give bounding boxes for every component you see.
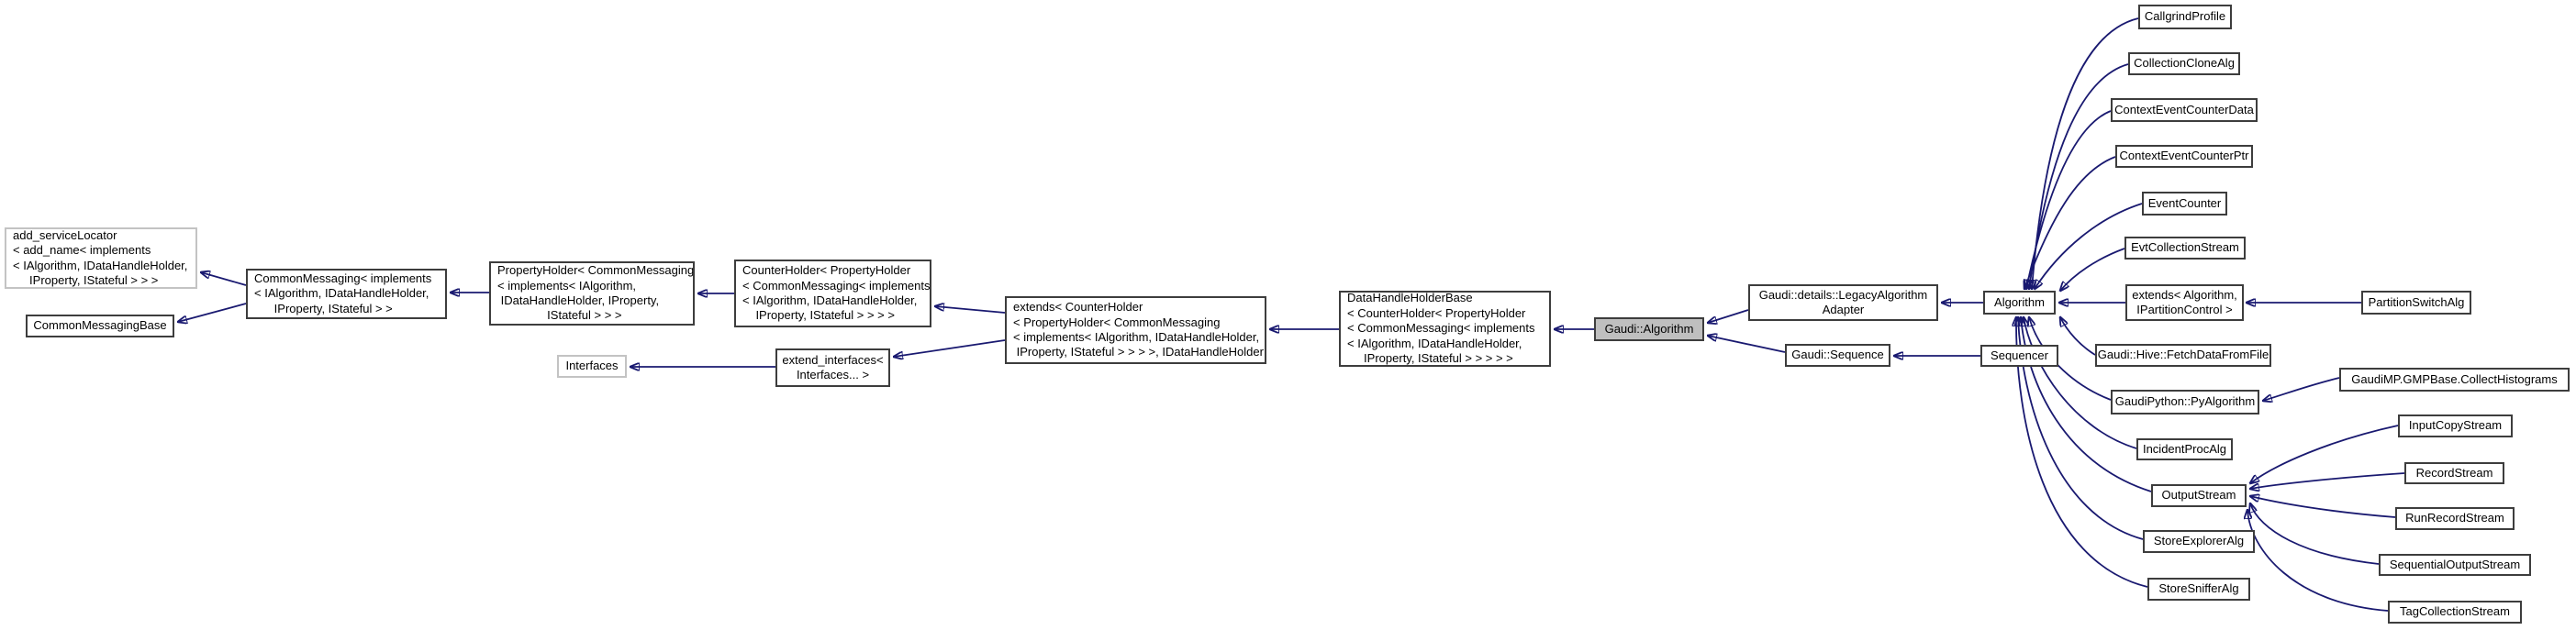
edge-recordstream-to-outputstream <box>2250 472 2405 489</box>
class-node-legacy-algorithm-adapter[interactable]: Gaudi::details::LegacyAlgorithm Adapter <box>1748 284 1938 321</box>
class-node-data-handle-holder-base[interactable]: DataHandleHolderBase < CounterHolder< Pr… <box>1339 291 1551 367</box>
class-node-context-event-counter-data[interactable]: ContextEventCounterData <box>2111 98 2258 122</box>
class-node-common-messaging[interactable]: CommonMessaging< implements < IAlgorithm… <box>246 269 447 319</box>
edge-pyalgorithm-to-algorithm <box>2029 317 2112 401</box>
edge-contexteventcounterdata-to-algorithm <box>2026 110 2112 289</box>
class-node-extend-interfaces[interactable]: extend_interfaces< Interfaces... > <box>775 348 890 387</box>
class-node-input-copy-stream[interactable]: InputCopyStream <box>2398 414 2513 437</box>
class-node-store-explorer-alg[interactable]: StoreExplorerAlg <box>2143 530 2255 553</box>
edge-sequentialoutputstream-to-outputstream <box>2250 503 2380 565</box>
class-node-add-servicelocator: add_serviceLocator < add_name< implement… <box>5 227 197 289</box>
class-node-record-stream[interactable]: RecordStream <box>2404 462 2504 484</box>
class-node-counter-holder[interactable]: CounterHolder< PropertyHolder < CommonMe… <box>734 260 931 327</box>
class-node-collection-clone-alg[interactable]: CollectionCloneAlg <box>2128 52 2240 75</box>
edge-commonmessaging-to-commonmessagingbase <box>178 303 247 322</box>
edge-eventcounter-to-algorithm <box>2035 203 2143 289</box>
class-node-partition-switch-alg[interactable]: PartitionSwitchAlg <box>2361 291 2471 315</box>
edge-inputcopystream-to-outputstream <box>2250 425 2399 483</box>
class-node-extends-algorithm-ipartitioncontrol[interactable]: extends< Algorithm, IPartitionControl > <box>2125 284 2244 321</box>
class-node-sequential-output-stream[interactable]: SequentialOutputStream <box>2379 554 2531 576</box>
class-node-tag-collection-stream[interactable]: TagCollectionStream <box>2388 601 2522 624</box>
edge-fetchdatafromfile-to-algorithm <box>2060 317 2096 356</box>
class-node-gaudi-algorithm[interactable]: Gaudi::Algorithm <box>1594 317 1704 341</box>
class-node-gaudipython-py-algorithm[interactable]: GaudiPython::PyAlgorithm <box>2111 390 2259 414</box>
edge-outputstream-to-algorithm <box>2021 317 2152 492</box>
class-node-algorithm[interactable]: Algorithm <box>1983 291 2056 315</box>
edge-gaudisequence-to-gaudialgorithm <box>1708 336 1786 353</box>
edge-legacyadapter-to-gaudialgorithm <box>1708 309 1749 323</box>
edge-callgrindprofile-to-algorithm <box>2032 17 2139 289</box>
class-node-store-sniffer-alg[interactable]: StoreSnifferAlg <box>2147 578 2250 601</box>
edge-incidentprocalg-to-algorithm <box>2024 317 2137 449</box>
class-node-gaudi-sequence[interactable]: Gaudi::Sequence <box>1785 344 1890 367</box>
edge-runrecordstream-to-outputstream <box>2250 496 2396 518</box>
class-node-context-event-counter-ptr[interactable]: ContextEventCounterPtr <box>2115 145 2253 168</box>
class-node-incident-proc-alg[interactable]: IncidentProcAlg <box>2136 438 2233 460</box>
class-node-event-counter[interactable]: EventCounter <box>2142 192 2227 216</box>
class-node-gaudimp-gmpbase-collect-histograms[interactable]: GaudiMP.GMPBase.CollectHistograms <box>2339 368 2570 392</box>
edge-contexteventcounterptr-to-algorithm <box>2024 156 2116 289</box>
class-node-sequencer[interactable]: Sequencer <box>1980 345 2058 367</box>
edge-extendscounterholder-to-counterholder <box>935 306 1006 314</box>
class-node-gaudi-hive-fetch-data-from-file[interactable]: Gaudi::Hive::FetchDataFromFile <box>2095 344 2271 367</box>
edge-tagcollectionstream-to-outputstream <box>2247 510 2389 612</box>
class-node-common-messaging-base[interactable]: CommonMessagingBase <box>26 315 174 337</box>
edge-commonmessaging-to-addservicelocator <box>201 272 247 286</box>
class-node-run-record-stream[interactable]: RunRecordStream <box>2395 507 2515 530</box>
class-node-evt-collection-stream[interactable]: EvtCollectionStream <box>2124 237 2246 260</box>
class-node-output-stream[interactable]: OutputStream <box>2151 484 2247 507</box>
edge-evtcollectionstream-to-algorithm <box>2060 248 2125 291</box>
class-node-extends-counter-holder[interactable]: extends< CounterHolder < PropertyHolder<… <box>1005 296 1266 364</box>
class-node-interfaces: Interfaces <box>557 355 627 378</box>
edge-collecthistograms-to-pyalgorithm <box>2263 377 2340 401</box>
class-node-property-holder[interactable]: PropertyHolder< CommonMessaging < implem… <box>489 261 695 326</box>
edge-extendscounterholder-to-extendinterfaces <box>894 339 1006 357</box>
class-node-callgrind-profile[interactable]: CallgrindProfile <box>2138 5 2232 29</box>
